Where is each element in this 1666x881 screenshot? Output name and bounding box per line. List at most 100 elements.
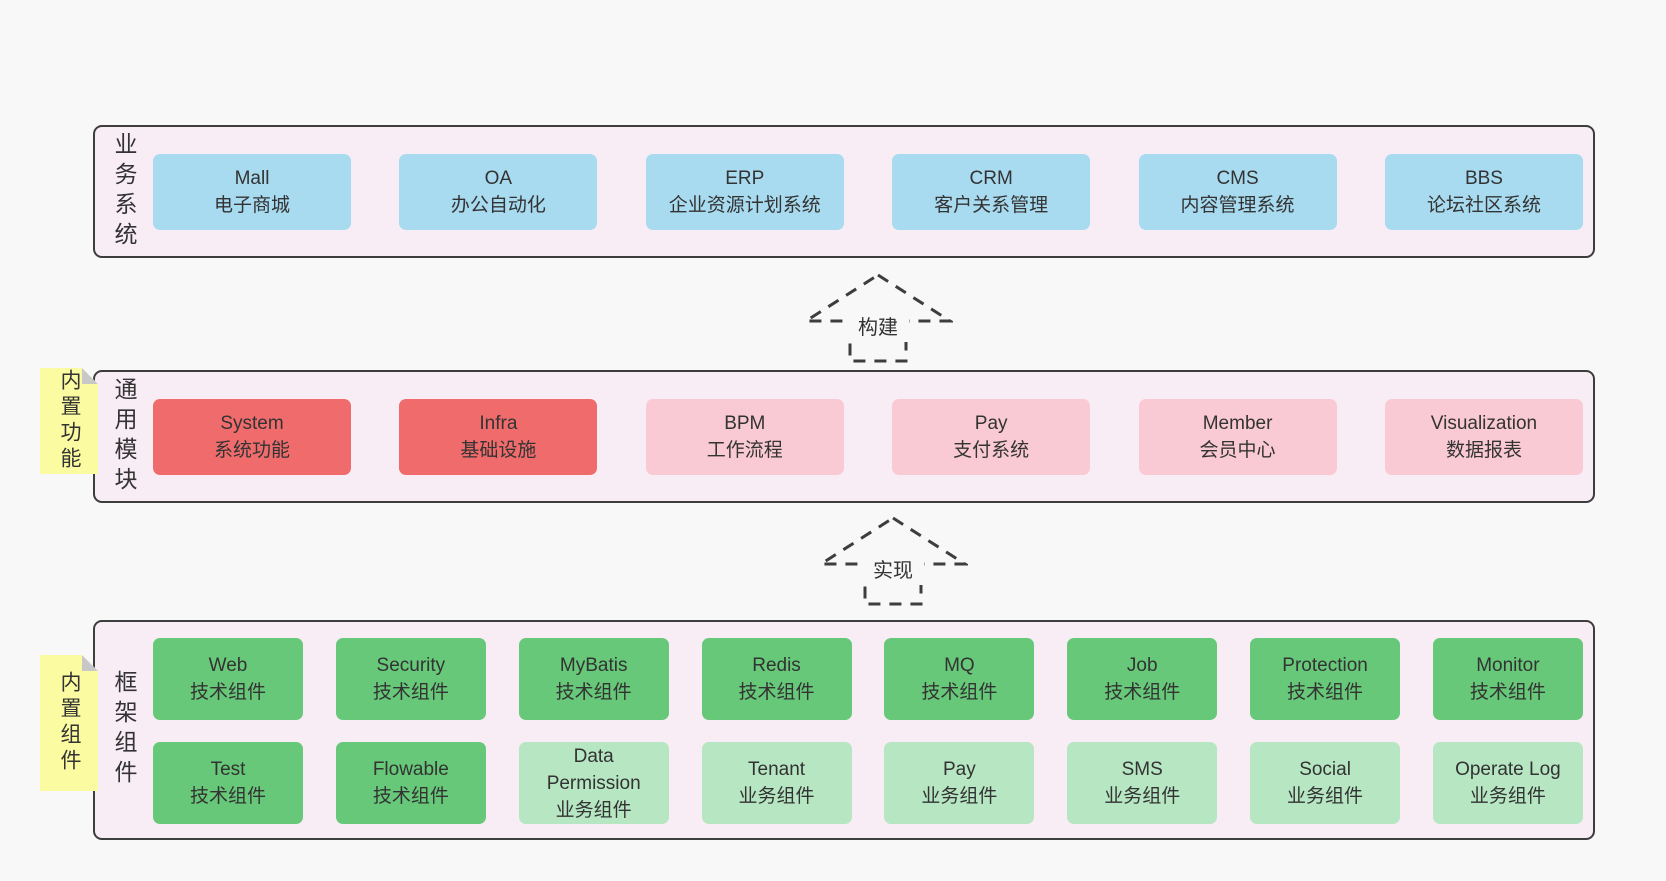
box-title: BBS	[1464, 167, 1503, 189]
box-title: OA	[484, 167, 513, 189]
box-title: Security	[376, 655, 446, 676]
box-subtitle: 技术组件	[555, 682, 632, 703]
box-crm: CRM 客户关系管理	[892, 153, 1091, 230]
box-visualization: Visualization 数据报表	[1384, 398, 1583, 475]
box-tenant: Tenant 业务组件	[701, 742, 852, 824]
panel-modules-label-text: 通用模块	[111, 376, 137, 497]
panel-business-systems: 业务系统 Mall 电子商城 OA 办公自动化 ERP 企业资源计划系统 CRM…	[93, 125, 1595, 258]
box-social: Social 业务组件	[1250, 742, 1401, 824]
box-bbs: BBS 论坛社区系统	[1384, 153, 1583, 230]
panel-common-modules: 通用模块 System 系统功能 Infra 基础设施 BPM 工作流程 Pay…	[93, 370, 1595, 503]
box-subtitle: 电子商城	[213, 194, 290, 216]
box-subtitle: 系统功能	[213, 439, 290, 461]
box-subtitle: 会员中心	[1199, 439, 1276, 461]
box-title: Social	[1299, 759, 1351, 780]
box-pay-module: Pay 支付系统	[892, 398, 1091, 475]
box-title: SMS	[1121, 759, 1163, 780]
box-subtitle: 技术组件	[1104, 682, 1181, 703]
box-title: Flowable	[372, 759, 449, 780]
box-subtitle: 技术组件	[372, 682, 449, 703]
box-test: Test 技术组件	[153, 742, 303, 824]
box-data-permission: Data Permission 业务组件	[518, 742, 669, 824]
box-mybatis: MyBatis 技术组件	[518, 638, 669, 720]
box-erp: ERP 企业资源计划系统	[645, 153, 844, 230]
box-title: Pay	[943, 759, 976, 780]
box-subtitle: 业务组件	[555, 799, 632, 821]
box-sms: SMS 业务组件	[1067, 742, 1218, 824]
box-subtitle: 办公自动化	[450, 194, 546, 216]
panel-framework-label-text: 框架组件	[111, 670, 137, 790]
box-subtitle: 业务组件	[738, 786, 815, 807]
box-title: Member	[1202, 412, 1273, 434]
box-operate-log: Operate Log 业务组件	[1432, 742, 1583, 824]
box-subtitle: 技术组件	[189, 786, 266, 807]
box-subtitle: 客户关系管理	[934, 194, 1049, 216]
box-subtitle: 业务组件	[1104, 786, 1181, 807]
box-subtitle: 技术组件	[189, 682, 266, 703]
box-subtitle: 业务组件	[1287, 786, 1364, 807]
up-arrow-build-icon: 构建	[803, 273, 953, 363]
box-title: Data Permission	[546, 745, 641, 794]
box-security: Security 技术组件	[335, 638, 486, 720]
box-title: Pay	[974, 412, 1008, 434]
box-bpm: BPM 工作流程	[645, 398, 844, 475]
panel-framework-label: 框架组件	[95, 622, 153, 838]
box-title: Test	[210, 759, 246, 780]
modules-boxes-row: System 系统功能 Infra 基础设施 BPM 工作流程 Pay 支付系统…	[153, 372, 1583, 501]
box-monitor: Monitor 技术组件	[1432, 638, 1583, 720]
box-subtitle: 业务组件	[921, 786, 998, 807]
box-title: Redis	[752, 655, 801, 676]
arrow-implement-label: 实现	[873, 559, 913, 582]
box-flowable: Flowable 技术组件	[335, 742, 486, 824]
box-title: MyBatis	[559, 655, 628, 676]
panel-business-label: 业务系统	[95, 127, 153, 256]
box-subtitle: 论坛社区系统	[1426, 194, 1541, 216]
box-subtitle: 支付系统	[953, 439, 1030, 461]
box-title: Infra	[479, 412, 518, 434]
box-title: Visualization	[1430, 412, 1538, 434]
box-oa: OA 办公自动化	[399, 153, 598, 230]
box-title: Web	[208, 655, 248, 676]
box-title: MQ	[944, 655, 975, 676]
box-title: CRM	[969, 167, 1013, 189]
box-title: Operate Log	[1455, 759, 1561, 780]
box-title: Protection	[1282, 655, 1368, 676]
sticky-framework-text: 内置组件	[58, 671, 81, 775]
box-subtitle: 企业资源计划系统	[668, 194, 821, 216]
box-subtitle: 技术组件	[738, 682, 815, 703]
folded-corner-icon	[82, 368, 98, 384]
box-pay-component: Pay 业务组件	[884, 742, 1035, 824]
framework-boxes-grid: Web 技术组件 Security 技术组件 MyBatis 技术组件 Redi…	[153, 638, 1583, 824]
box-mq: MQ 技术组件	[884, 638, 1035, 720]
box-title: BPM	[724, 412, 766, 434]
box-subtitle: 技术组件	[372, 786, 449, 807]
box-subtitle: 技术组件	[1287, 682, 1364, 703]
box-title: System	[220, 412, 284, 434]
panel-framework-components: 框架组件 Web 技术组件 Security 技术组件 MyBatis 技术组件…	[93, 620, 1595, 840]
framework-row-1: Web 技术组件 Security 技术组件 MyBatis 技术组件 Redi…	[153, 638, 1583, 720]
box-subtitle: 技术组件	[921, 682, 998, 703]
box-title: Mall	[234, 167, 270, 189]
box-web: Web 技术组件	[153, 638, 303, 720]
box-subtitle: 技术组件	[1469, 682, 1546, 703]
panel-modules-label: 通用模块	[95, 372, 153, 501]
box-title: Tenant	[748, 759, 806, 780]
box-title: CMS	[1216, 167, 1259, 189]
box-title: Job	[1126, 655, 1158, 676]
sticky-note-built-in-features: 内置功能	[40, 368, 98, 474]
box-infra: Infra 基础设施	[399, 398, 598, 475]
box-subtitle: 基础设施	[460, 439, 537, 461]
box-protection: Protection 技术组件	[1250, 638, 1401, 720]
box-member: Member 会员中心	[1138, 398, 1337, 475]
box-title: ERP	[725, 167, 765, 189]
sticky-modules-text: 内置功能	[58, 369, 81, 473]
box-subtitle: 内容管理系统	[1180, 194, 1295, 216]
framework-row-2: Test 技术组件 Flowable 技术组件 Data Permission …	[153, 742, 1583, 824]
box-subtitle: 数据报表	[1445, 439, 1522, 461]
box-subtitle: 工作流程	[706, 439, 783, 461]
panel-business-label-text: 业务系统	[111, 131, 137, 252]
box-mall: Mall 电子商城	[153, 153, 351, 230]
folded-corner-icon	[82, 655, 98, 671]
box-system: System 系统功能	[153, 398, 351, 475]
